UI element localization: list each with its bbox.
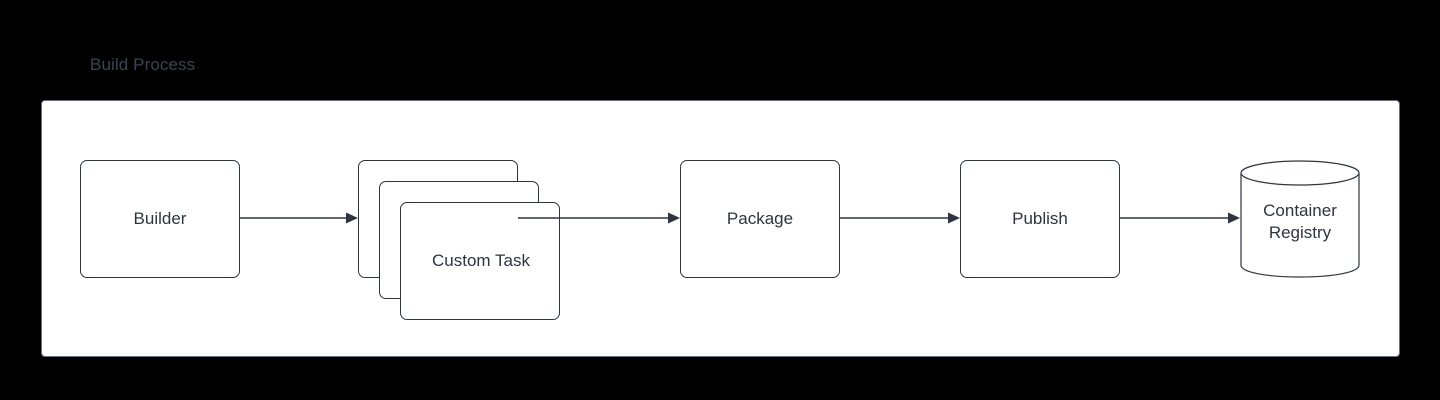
node-container-registry[interactable]: Container Registry: [1240, 160, 1360, 278]
group-title: Build Process: [90, 55, 196, 74]
connector-publish-to-container-registry: [1120, 211, 1240, 225]
node-publish-label: Publish: [1012, 208, 1068, 228]
cylinder-icon: [1240, 160, 1360, 278]
node-container-registry-label-line1: Container: [1263, 200, 1337, 220]
node-builder-label: Builder: [133, 208, 187, 228]
connector-builder-to-custom-task: [240, 211, 358, 225]
connector-package-to-publish: [840, 211, 960, 225]
node-container-registry-label: Container Registry: [1240, 160, 1360, 278]
node-package[interactable]: Package: [680, 160, 840, 278]
node-publish[interactable]: Publish: [960, 160, 1120, 278]
node-custom-task-front[interactable]: Custom Task: [400, 202, 560, 320]
node-builder[interactable]: Builder: [80, 160, 240, 278]
node-package-label: Package: [726, 208, 794, 228]
node-custom-task-front-label: Custom Task: [432, 251, 530, 270]
node-container-registry-label-line2: Registry: [1268, 223, 1332, 242]
connector-custom-task-to-package: [518, 211, 680, 225]
